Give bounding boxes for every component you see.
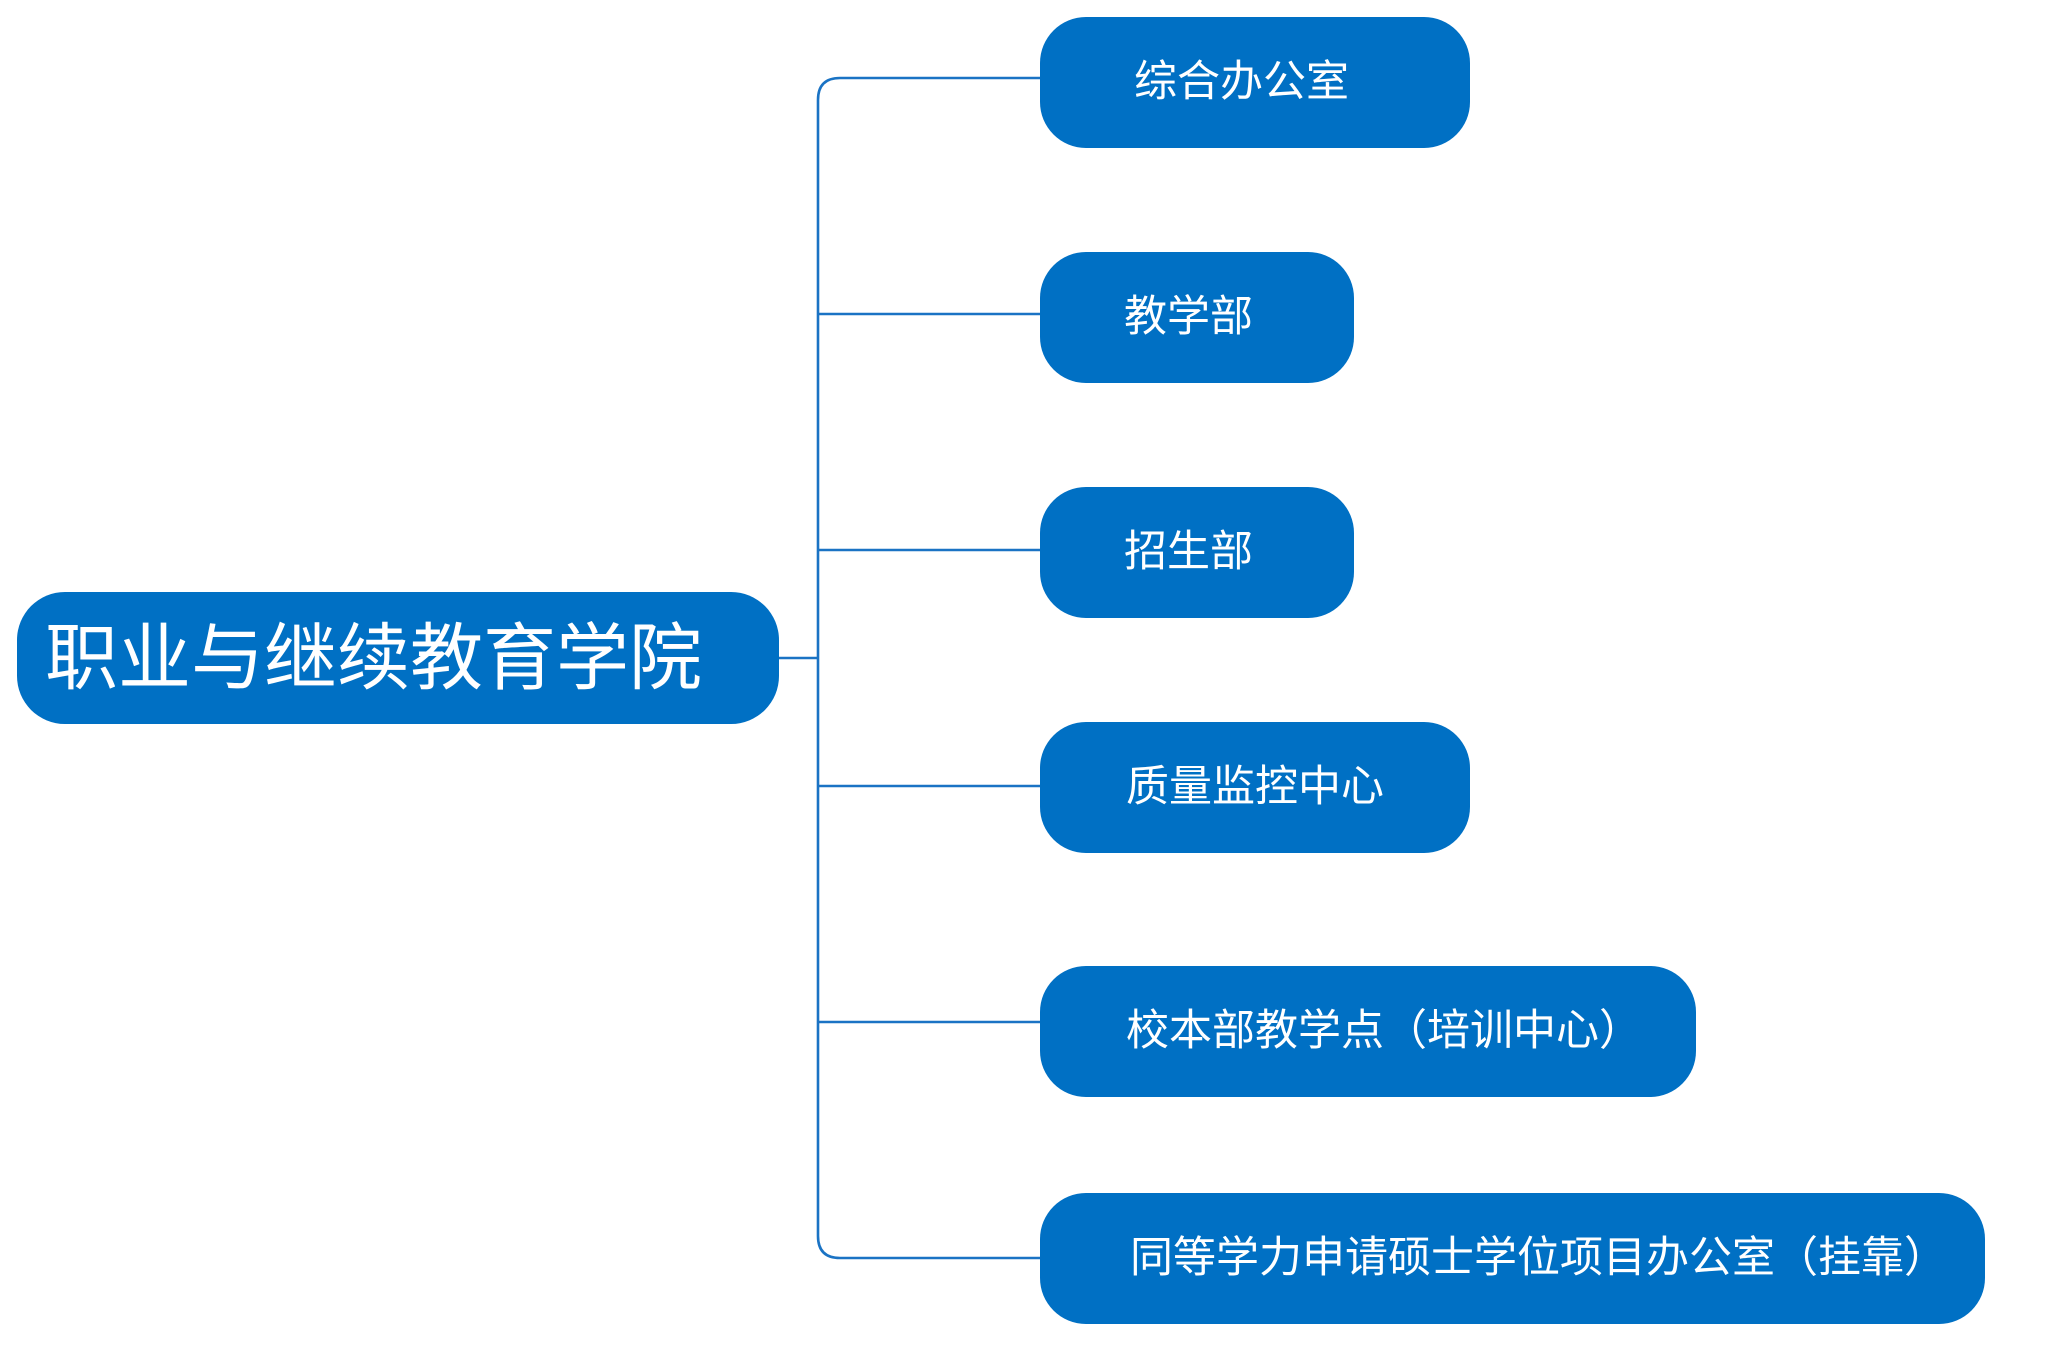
child-node-label: 教学部	[1124, 292, 1253, 342]
child-node-admissions-dept: 招生部	[1040, 487, 1354, 618]
child-node-equivalent-degree-office: 同等学力申请硕士学位项目办公室（挂靠）	[1040, 1193, 1985, 1324]
trunk-connector	[816, 76, 841, 1260]
child-node-campus-teaching-site: 校本部教学点（培训中心）	[1040, 966, 1696, 1097]
child-node-label: 质量监控中心	[1126, 762, 1384, 812]
root-node: 职业与继续教育学院	[17, 592, 779, 724]
child-node-label: 校本部教学点（培训中心）	[1126, 1006, 1642, 1056]
child-node-quality-monitoring-center: 质量监控中心	[1040, 722, 1470, 853]
child-node-teaching-dept: 教学部	[1040, 252, 1354, 383]
root-node-label: 职业与继续教育学院	[45, 615, 702, 701]
child-node-label: 同等学力申请硕士学位项目办公室（挂靠）	[1130, 1233, 1947, 1283]
child-node-label: 综合办公室	[1134, 57, 1349, 107]
child-node-general-office: 综合办公室	[1040, 17, 1470, 148]
child-node-label: 招生部	[1124, 527, 1253, 577]
